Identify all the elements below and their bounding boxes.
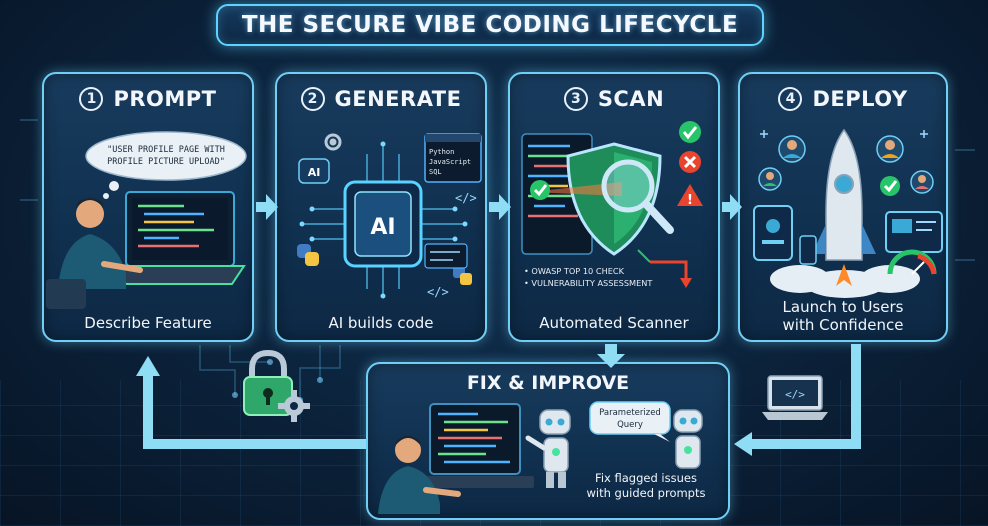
step-prompt-panel: 1 PROMPT "USER PROFILE PAGE WITH PROFILE… [42, 72, 254, 342]
title-banner: THE SECURE VIBE CODING LIFECYCLE [216, 4, 764, 46]
step-label: Describe Feature [84, 314, 212, 332]
step-label-line2: with Confidence [782, 316, 904, 334]
lang-javascript: JavaScript [429, 158, 471, 166]
arrow-loop-right [748, 344, 861, 449]
lang-sql: SQL [429, 168, 442, 176]
check-icon [880, 176, 900, 196]
prompt-illustration: "USER PROFILE PAGE WITH PROFILE PICTURE … [46, 131, 247, 309]
fix-label-line1: Fix flagged issues [595, 471, 697, 485]
developer-person-icon [378, 436, 461, 514]
step-prompt-header: 1 PROMPT [44, 84, 252, 114]
speech-bubble-icon [589, 401, 671, 442]
code-window-icon: Python JavaScript SQL [424, 133, 482, 183]
arrow-right-icon [256, 194, 278, 220]
fix-label-line2: with guided prompts [587, 486, 706, 500]
arrow-loop-left [143, 372, 366, 449]
ai-badge-label: AI [308, 166, 321, 179]
error-icon [679, 151, 701, 173]
code-bracket-icon: </> [427, 285, 449, 299]
python-logo-icon [297, 244, 472, 285]
monitor-icon [885, 211, 943, 253]
step-number: 2 [300, 87, 325, 111]
fix-illustration: Parameterized Query Fix flagged issues w… [378, 401, 706, 514]
rocket-icon [812, 128, 876, 286]
user-avatar-icon [758, 135, 934, 194]
step-label: Automated Scanner [539, 314, 689, 332]
shield-icon [566, 142, 662, 256]
bubble-text-line1: "USER PROFILE PAGE WITH [107, 145, 225, 155]
tablet-icon [753, 205, 793, 261]
diagram-title: THE SECURE VIBE CODING LIFECYCLE [241, 12, 739, 38]
step-deploy-header: 4 DEPLOY [740, 84, 946, 114]
arrow-down-icon [597, 344, 625, 368]
laptop-code-icon: </> [762, 375, 828, 420]
arrow-right-icon [722, 194, 742, 220]
ai-chip-icon: AI [343, 180, 423, 268]
step-generate-header: 2 GENERATE [277, 84, 485, 114]
step-scan-panel: 3 SCAN [508, 72, 720, 342]
robot-icon [673, 409, 703, 469]
chip-label: AI [370, 215, 395, 240]
svg-text:!: ! [687, 193, 693, 208]
check-owasp: • OWASP TOP 10 CHECK [524, 266, 625, 276]
step-label: Launch to Users with Confidence [740, 298, 946, 334]
step-name: GENERATE [334, 87, 462, 111]
bubble-text-line1: Parameterized [599, 408, 661, 418]
step-label: AI builds code [328, 314, 434, 332]
check-icon [530, 180, 550, 200]
bubble-text-line2: Query [617, 420, 643, 430]
step-scan-header: 3 SCAN [510, 84, 718, 114]
code-monitor-icon [416, 403, 534, 488]
robot-icon [525, 409, 571, 488]
code-bracket-icon: </> [455, 191, 477, 205]
fix-improve-panel: FIX & IMPROVE [366, 362, 730, 520]
step-name: SCAN [597, 87, 665, 111]
developer-person-icon [46, 198, 143, 309]
fix-title: FIX & IMPROVE [466, 372, 630, 394]
arrow-right-icon [489, 194, 511, 220]
thought-bubble-icon [85, 131, 247, 181]
deploy-illustration [753, 128, 943, 298]
laptop-icon [112, 191, 246, 285]
step-number: 3 [563, 87, 588, 111]
check-icon [679, 121, 701, 143]
warning-icon: ! [677, 184, 703, 208]
speed-gauge-icon [887, 249, 937, 275]
step-number: 4 [778, 87, 803, 111]
bubble-text-line2: PROFILE PICTURE UPLOAD" [107, 157, 225, 167]
step-label-line1: Launch to Users [782, 298, 904, 316]
svg-text:</>: </> [785, 388, 805, 401]
step-name: PROMPT [113, 87, 217, 111]
gear-icon [278, 390, 310, 422]
step-number: 1 [79, 87, 104, 111]
magnifier-icon [601, 159, 674, 234]
step-name: DEPLOY [812, 87, 908, 111]
phone-icon [799, 235, 817, 265]
cloud-icon [770, 265, 920, 298]
lang-python: Python [429, 148, 454, 156]
generate-illustration: AI AI Python JavaScript SQL </> </> [297, 133, 482, 299]
gear-icon [324, 133, 342, 151]
step-generate-panel: 2 GENERATE AI AI [275, 72, 487, 342]
check-vulnerability: • VULNERABILITY ASSESSMENT [524, 278, 653, 288]
scan-illustration: ! • OWASP TOP 10 CHECK • VULNERABILITY A… [521, 121, 703, 288]
